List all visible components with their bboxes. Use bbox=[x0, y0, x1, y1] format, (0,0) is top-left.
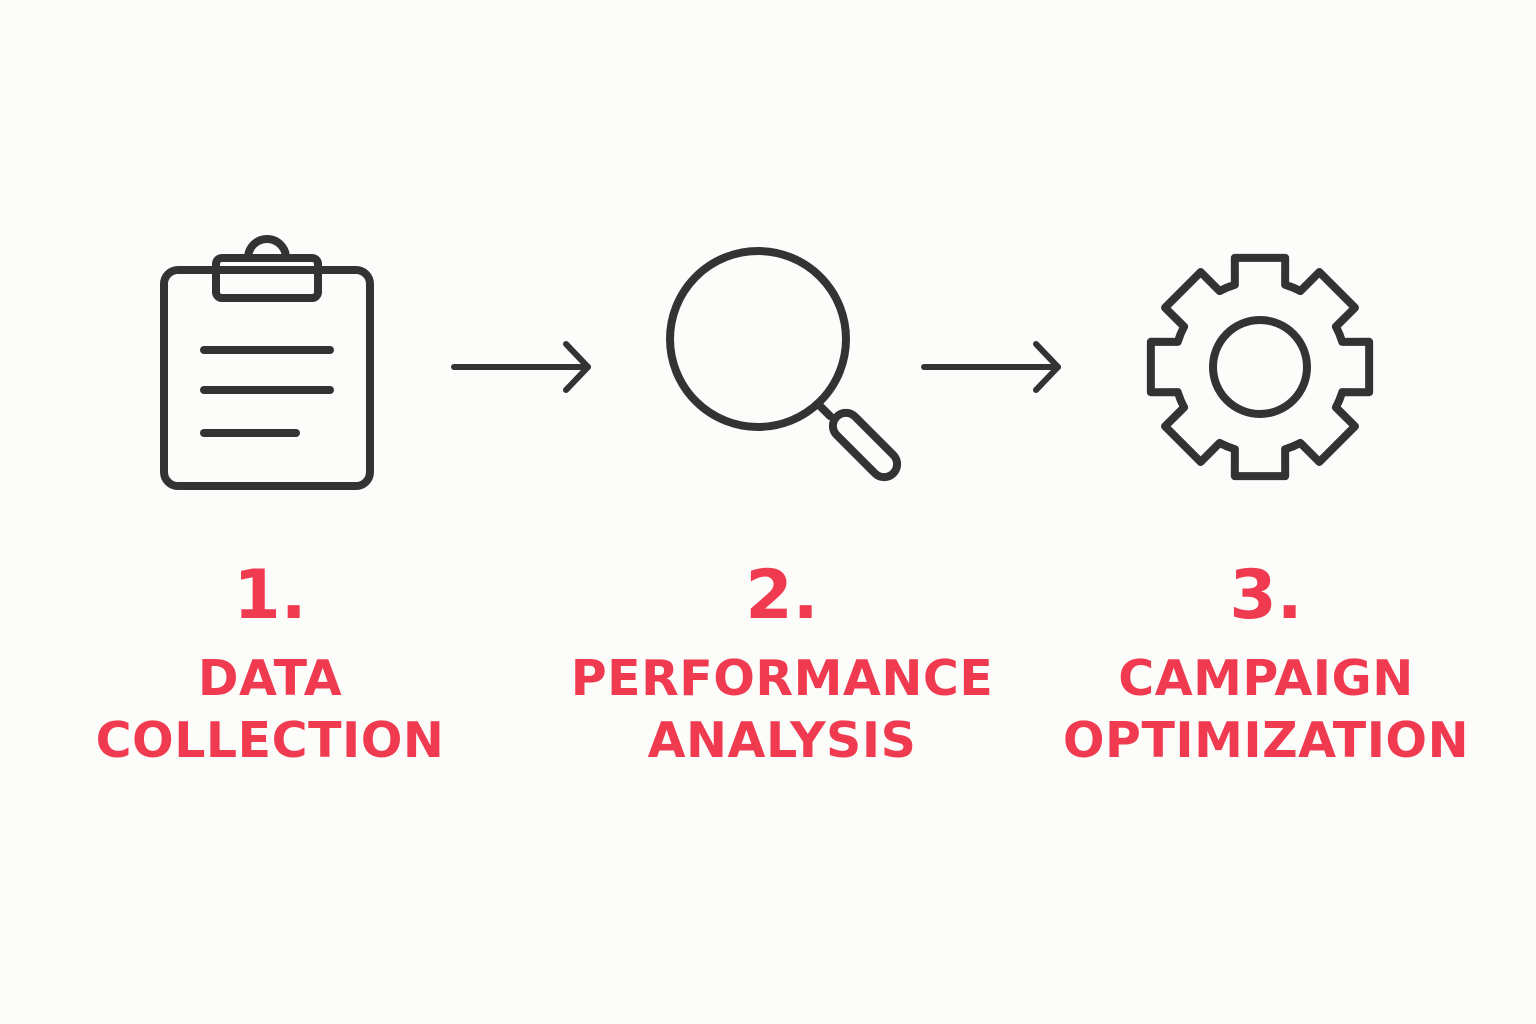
step-3-label-line-2: OPTIMIZATION bbox=[1062, 712, 1470, 769]
arrow-right-icon bbox=[920, 340, 1064, 394]
step-1-text: 1. DATA COLLECTION bbox=[10, 562, 530, 772]
step-1-number: 1. bbox=[233, 556, 307, 635]
step-2-number: 2. bbox=[745, 556, 819, 635]
step-3-text: 3. CAMPAIGN OPTIMIZATION bbox=[1006, 562, 1526, 772]
step-2-text: 2. PERFORMANCE ANALYSIS bbox=[522, 562, 1042, 772]
step-3-number: 3. bbox=[1229, 556, 1303, 635]
gear-icon bbox=[1142, 247, 1378, 487]
arrow-right-icon bbox=[450, 340, 594, 394]
step-2-label-line-1: PERFORMANCE bbox=[570, 650, 994, 707]
step-2-label-line-2: ANALYSIS bbox=[647, 712, 917, 769]
clipboard-icon bbox=[160, 228, 374, 490]
step-1-label-line-1: DATA bbox=[197, 650, 343, 707]
step-3-label-line-1: CAMPAIGN bbox=[1118, 650, 1414, 707]
magnifying-glass-icon bbox=[664, 245, 902, 485]
step-1-label-line-2: COLLECTION bbox=[95, 712, 445, 769]
